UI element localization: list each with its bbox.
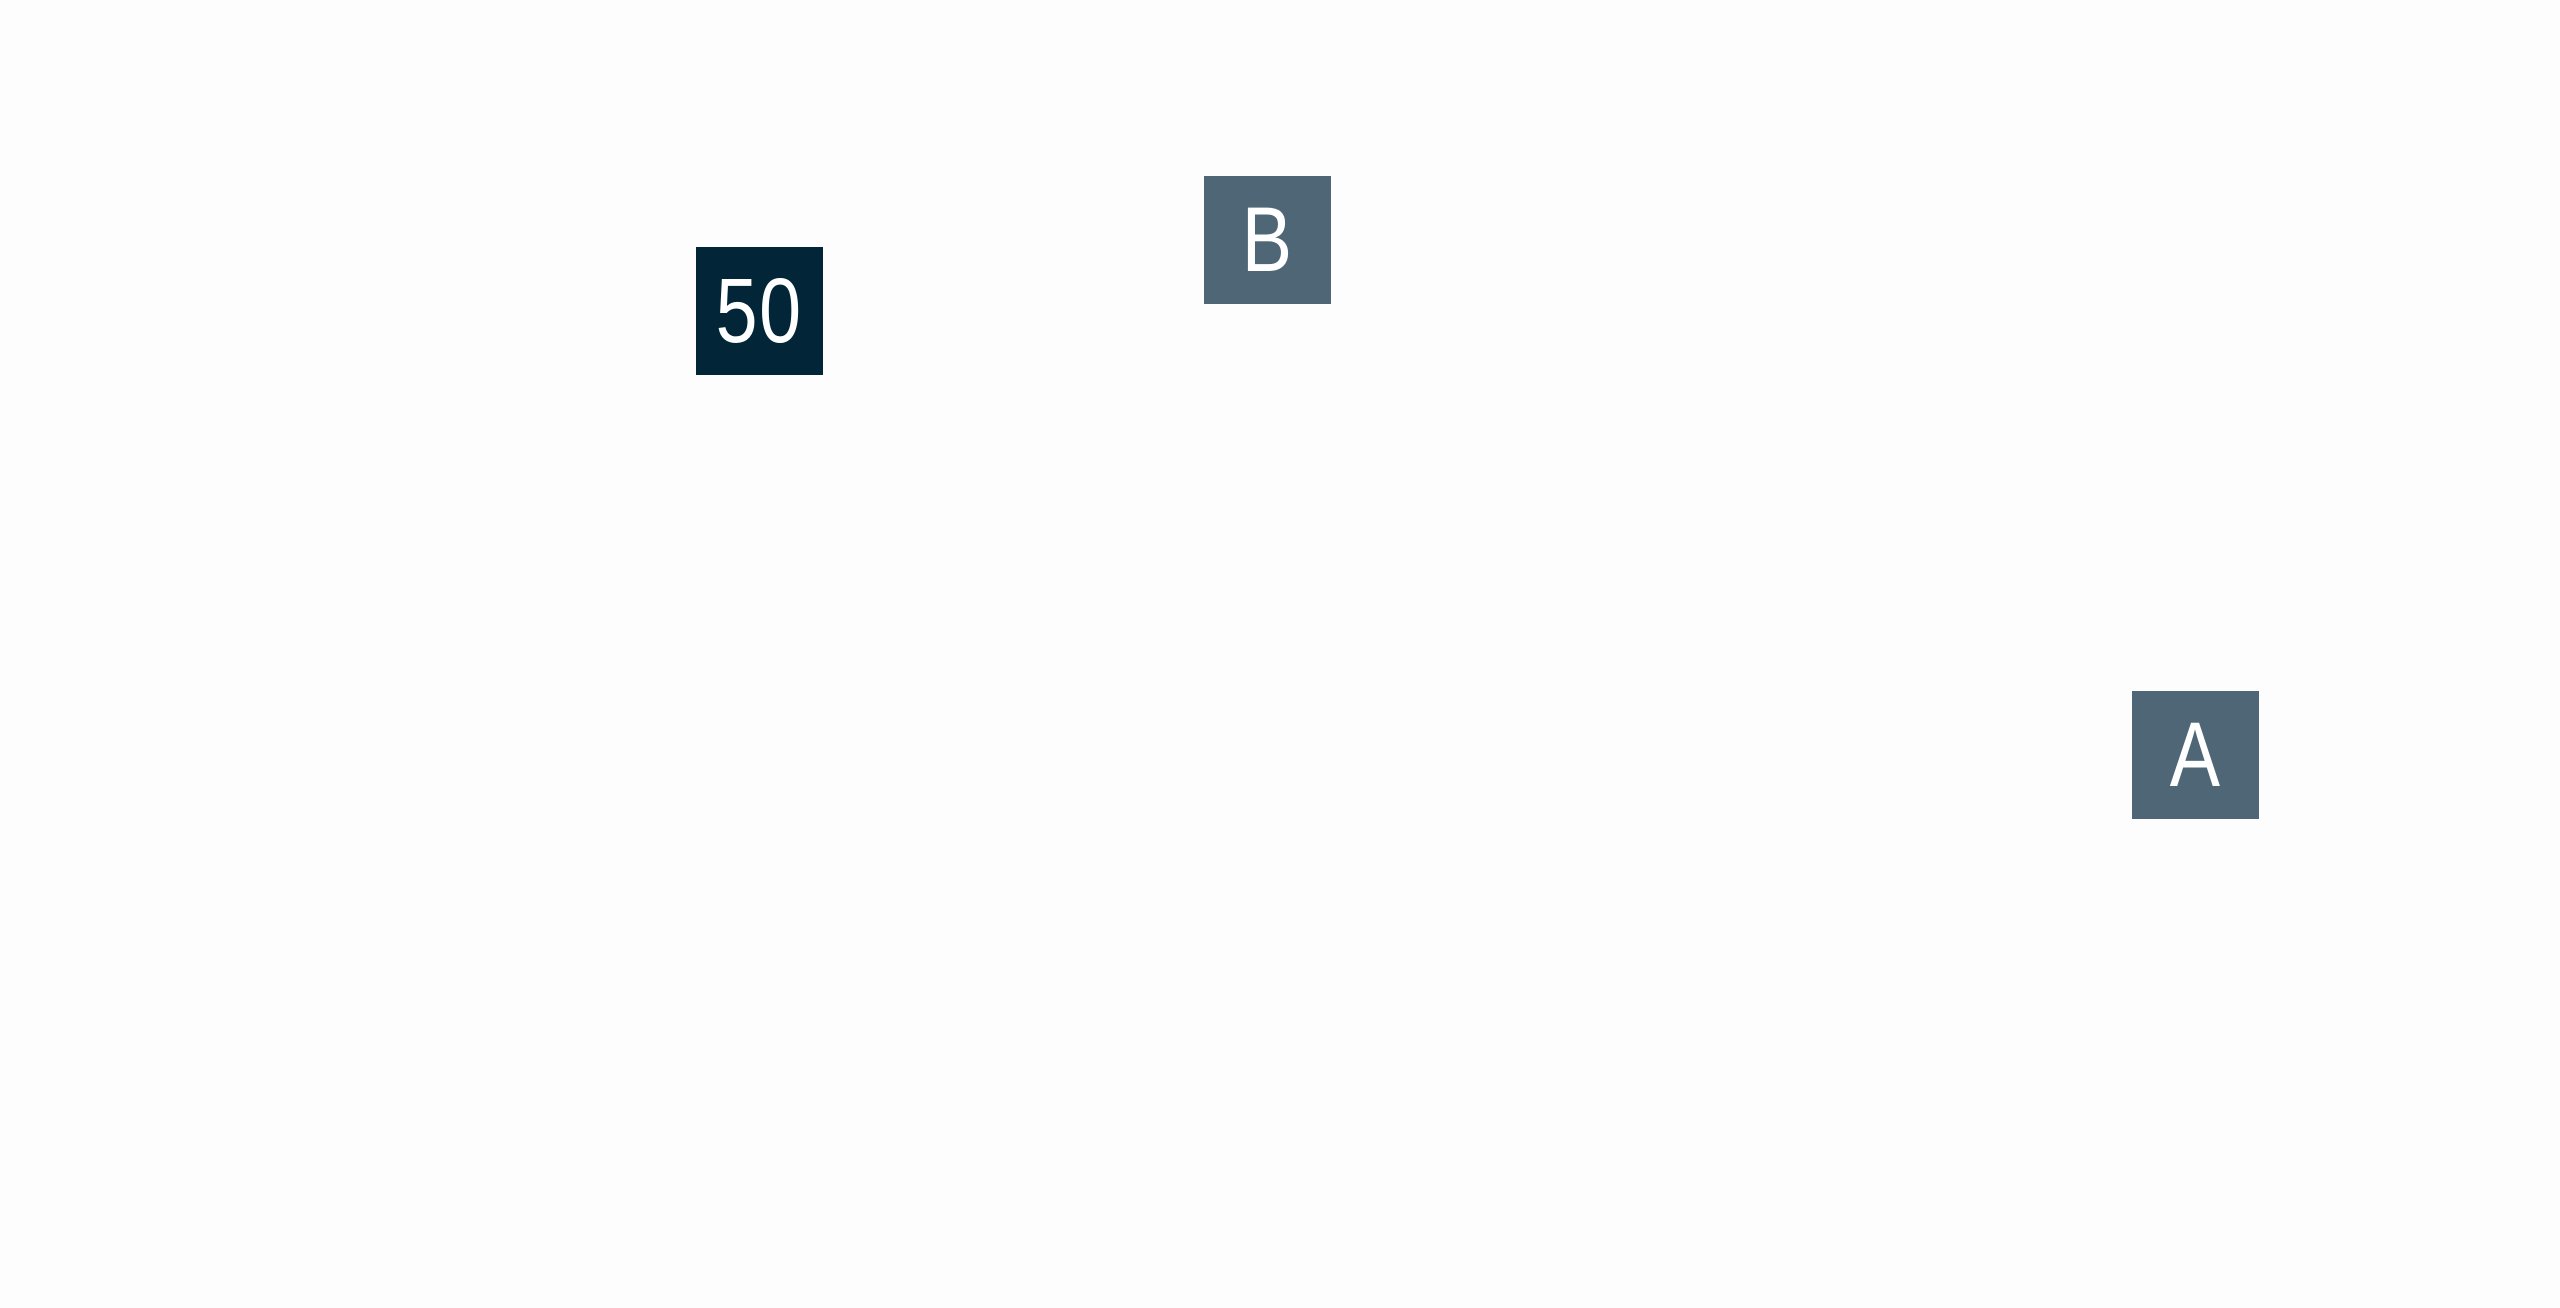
tile-label: A — [2169, 704, 2222, 806]
tile-50[interactable]: 50 — [696, 247, 823, 375]
tile-label: B — [1241, 189, 1294, 291]
tile-a[interactable]: A — [2132, 691, 2259, 819]
tile-b[interactable]: B — [1204, 176, 1331, 304]
tile-label: 50 — [715, 260, 804, 362]
